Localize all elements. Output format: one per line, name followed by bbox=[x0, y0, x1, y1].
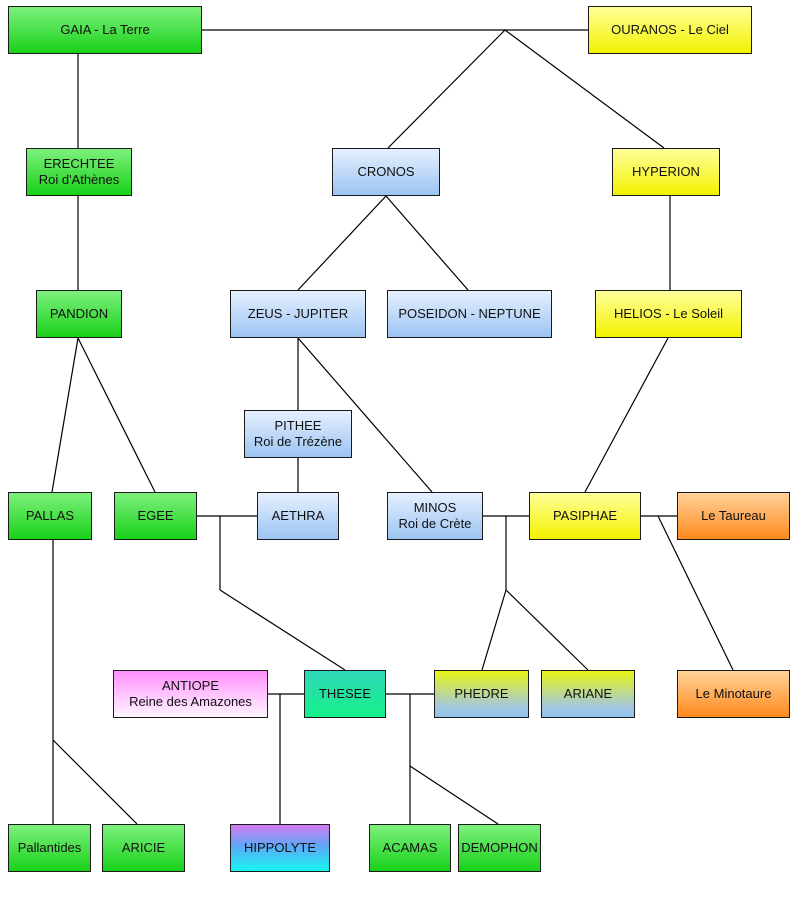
node-phedre-line1: PHEDRE bbox=[454, 686, 509, 701]
connector-minos-ariane bbox=[505, 589, 589, 671]
node-poseidon-line1: POSEIDON - NEPTUNE bbox=[398, 306, 541, 321]
node-ouranos: OURANOS - Le Ciel bbox=[588, 6, 752, 54]
node-pallantides-line1: Pallantides bbox=[17, 840, 82, 855]
node-aethra: AETHRA bbox=[257, 492, 339, 540]
node-minotaure-line1: Le Minotaure bbox=[695, 686, 772, 701]
connector-pandion-pallas bbox=[51, 337, 79, 493]
node-pallas: PALLAS bbox=[8, 492, 92, 540]
node-helios-line1: HELIOS - Le Soleil bbox=[613, 306, 724, 321]
node-acamas-line1: ACAMAS bbox=[382, 840, 438, 855]
node-gaia-line1: GAIA - La Terre bbox=[60, 22, 150, 37]
node-phedre: PHEDRE bbox=[434, 670, 529, 718]
node-hippolyte: HIPPOLYTE bbox=[230, 824, 330, 872]
node-antiope: ANTIOPE Reine des Amazones bbox=[113, 670, 268, 718]
node-minos-line1: MINOS bbox=[413, 500, 457, 515]
node-pasiphae-line1: PASIPHAE bbox=[552, 508, 618, 523]
node-erechtee: ERECHTEE Roi d'Athènes bbox=[26, 148, 132, 196]
node-demophon: DEMOPHON bbox=[458, 824, 541, 872]
node-hippolyte-line1: HIPPOLYTE bbox=[243, 840, 316, 855]
connector-pasiphae-minotaure bbox=[657, 515, 734, 671]
connector-pandion-egee bbox=[77, 337, 156, 493]
node-gaia: GAIA - La Terre bbox=[8, 6, 202, 54]
node-thesee: THESEE bbox=[304, 670, 386, 718]
node-helios: HELIOS - Le Soleil bbox=[595, 290, 742, 338]
node-minos: MINOS Roi de Crète bbox=[387, 492, 483, 540]
node-egee: EGEE bbox=[114, 492, 197, 540]
node-aethra-line1: AETHRA bbox=[271, 508, 325, 523]
node-pithee: PITHEE Roi de Trézène bbox=[244, 410, 352, 458]
node-ariane: ARIANE bbox=[541, 670, 635, 718]
node-thesee-line1: THESEE bbox=[318, 686, 371, 701]
connector-egee-thesee bbox=[219, 589, 346, 671]
node-pithee-line2: Roi de Trézène bbox=[253, 434, 343, 449]
node-zeus-line1: ZEUS - JUPITER bbox=[247, 306, 349, 321]
node-taureau: Le Taureau bbox=[677, 492, 790, 540]
node-antiope-line2: Reine des Amazones bbox=[129, 694, 252, 709]
connector-helios-pasiphae bbox=[584, 337, 669, 493]
node-ouranos-line1: OURANOS - Le Ciel bbox=[611, 22, 729, 37]
node-egee-line1: EGEE bbox=[137, 508, 174, 523]
node-hyperion: HYPERION bbox=[612, 148, 720, 196]
node-poseidon: POSEIDON - NEPTUNE bbox=[387, 290, 552, 338]
connector-minos-phedre bbox=[481, 589, 507, 671]
node-taureau-line1: Le Taureau bbox=[701, 508, 766, 523]
node-cronos-line1: CRONOS bbox=[357, 164, 415, 179]
connector-cronos-zeus bbox=[297, 195, 387, 291]
connector-pallas-aricie bbox=[52, 739, 138, 825]
connector-union-hyperion bbox=[504, 29, 665, 149]
node-hyperion-line1: HYPERION bbox=[632, 164, 700, 179]
node-pandion-line1: PANDION bbox=[49, 306, 109, 321]
connector-zeus-minos bbox=[297, 337, 433, 493]
connector-phedre-demophon bbox=[409, 765, 499, 825]
connector-cronos-poseidon bbox=[385, 195, 469, 291]
node-ariane-line1: ARIANE bbox=[563, 686, 613, 701]
node-demophon-line1: DEMOPHON bbox=[461, 840, 538, 855]
node-aricie: ARICIE bbox=[102, 824, 185, 872]
node-pasiphae: PASIPHAE bbox=[529, 492, 641, 540]
connector-union-cronos bbox=[387, 29, 506, 149]
node-acamas: ACAMAS bbox=[369, 824, 451, 872]
node-zeus: ZEUS - JUPITER bbox=[230, 290, 366, 338]
node-erechtee-line2: Roi d'Athènes bbox=[38, 172, 120, 187]
node-pallas-line1: PALLAS bbox=[25, 508, 75, 523]
node-cronos: CRONOS bbox=[332, 148, 440, 196]
node-pallantides: Pallantides bbox=[8, 824, 91, 872]
node-pandion: PANDION bbox=[36, 290, 122, 338]
node-minos-line2: Roi de Crète bbox=[398, 516, 472, 531]
node-aricie-line1: ARICIE bbox=[121, 840, 166, 855]
node-erechtee-line1: ERECHTEE bbox=[43, 156, 115, 171]
node-pithee-line1: PITHEE bbox=[274, 418, 322, 433]
node-minotaure: Le Minotaure bbox=[677, 670, 790, 718]
node-antiope-line1: ANTIOPE bbox=[161, 678, 220, 693]
